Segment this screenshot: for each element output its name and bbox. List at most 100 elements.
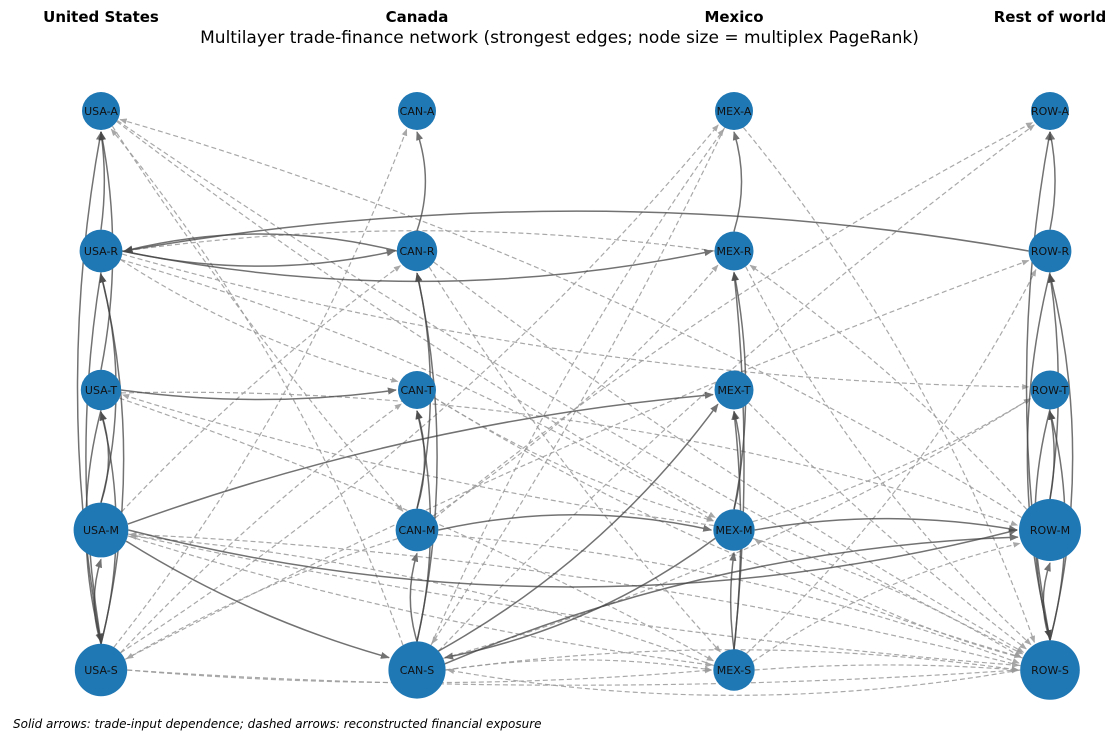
financial-exposure-edge-CAN-S-to-ROW-A — [437, 124, 1035, 652]
figure-caption: Solid arrows: trade-input dependence; da… — [13, 717, 542, 731]
financial-exposure-edge-MEX-M-to-ROW-T — [752, 398, 1032, 523]
node-usa-t: USA-T — [80, 369, 122, 411]
financial-exposure-edge-CAN-M-to-USA-S — [126, 538, 398, 660]
trade-dependence-edge-CAN-S-to-CAN-M — [409, 552, 419, 642]
node-row-r: ROW-R — [1028, 229, 1072, 273]
financial-exposure-edge-USA-A-to-CAN-M — [111, 125, 404, 512]
node-label-can-s: CAN-S — [400, 664, 434, 677]
financial-exposure-edge-CAN-S-to-MEX-A — [430, 128, 725, 646]
trade-dependence-edges — [76, 131, 1074, 665]
financial-exposure-edge-USA-M-to-CAN-R — [121, 265, 401, 513]
node-mex-r: MEX-R — [714, 231, 754, 271]
trade-dependence-edge-MEX-M-to-ROW-M — [754, 517, 1018, 533]
financial-exposure-edge-MEX-S-to-ROW-M — [752, 542, 1021, 663]
node-circle-mex-s — [713, 649, 755, 691]
trade-dependence-edge-USA-R-to-USA-S — [85, 272, 104, 643]
node-circle-usa-a — [82, 92, 120, 130]
node-row-m: ROW-M — [1019, 499, 1081, 561]
node-circle-usa-t — [80, 369, 122, 411]
financial-exposure-edge-CAN-S-to-ROW-S — [445, 649, 1019, 672]
node-label-usa-t: USA-T — [85, 384, 117, 397]
financial-exposure-edge-CAN-R-to-ROW-S — [433, 261, 1025, 653]
financial-exposure-edge-MEX-A-to-ROW-S — [742, 127, 1035, 643]
financial-exposure-edge-MEX-S-to-ROW-S — [754, 664, 1019, 673]
financial-exposure-edge-USA-R-to-MEX-M — [120, 259, 714, 522]
node-label-row-s: ROW-S — [1031, 664, 1069, 677]
node-circle-usa-r — [79, 229, 123, 273]
node-circle-can-a — [398, 92, 436, 130]
financial-exposure-edge-MEX-R-to-ROW-S — [745, 266, 1032, 646]
node-circle-mex-r — [714, 231, 754, 271]
node-row-t: ROW-T — [1030, 370, 1070, 410]
node-can-t: CAN-T — [398, 371, 436, 409]
trade-dependence-edge-CAN-R-to-CAN-A — [416, 131, 427, 232]
financial-exposure-edge-USA-A-to-ROW-S — [117, 120, 1024, 655]
node-label-mex-s: MEX-S — [717, 664, 751, 677]
node-label-row-t: ROW-T — [1032, 384, 1069, 397]
node-can-r: CAN-R — [396, 230, 438, 272]
trade-dependence-edge-USA-M-to-ROW-M — [128, 528, 1018, 588]
node-circle-can-m — [395, 508, 439, 552]
trade-dependence-edge-USA-T-to-CAN-T — [121, 387, 397, 401]
node-mex-m: MEX-M — [713, 509, 755, 551]
node-circle-row-r — [1028, 229, 1072, 273]
financial-exposure-edge-CAN-M-to-MEX-R — [432, 264, 719, 517]
trade-dependence-edge-MEX-M-to-CAN-S — [444, 537, 716, 660]
node-circle-usa-m — [73, 502, 129, 558]
node-circle-mex-t — [714, 370, 754, 410]
column-header-united-states: United States — [43, 8, 159, 26]
node-can-s: CAN-S — [388, 641, 446, 699]
financial-exposure-edge-MEX-M-to-USA-T — [122, 393, 714, 527]
node-label-row-r: ROW-R — [1031, 245, 1070, 258]
financial-exposure-edge-MEX-R-to-USA-R — [123, 230, 715, 253]
financial-exposure-edge-USA-R-to-CAN-T — [120, 259, 399, 383]
financial-exposure-edge-USA-R-to-ROW-T — [122, 253, 1030, 390]
trade-dependence-edge-CAN-R-to-USA-R — [123, 233, 397, 253]
node-circle-can-t — [398, 371, 436, 409]
node-can-m: CAN-M — [395, 508, 439, 552]
financial-exposure-edge-ROW-M-to-MEX-R — [749, 264, 1028, 510]
trade-dependence-edge-USA-M-to-CAN-S — [125, 540, 390, 659]
financial-exposure-edge-USA-S-to-CAN-T — [120, 403, 402, 654]
node-label-mex-t: MEX-T — [717, 384, 750, 397]
trade-dependence-edge-ROW-S-to-ROW-A — [1025, 131, 1053, 641]
financial-exposure-edge-USA-M-to-MEX-S — [127, 535, 713, 668]
trade-dependence-edge-ROW-R-to-ROW-S — [1026, 272, 1052, 640]
node-label-mex-m: MEX-M — [716, 524, 753, 537]
column-header-canada: Canada — [385, 8, 449, 26]
node-mex-t: MEX-T — [714, 370, 754, 410]
node-circle-row-t — [1030, 370, 1070, 410]
node-circle-row-a — [1031, 92, 1069, 130]
node-usa-m: USA-M — [73, 502, 129, 558]
node-circle-can-r — [396, 230, 438, 272]
trade-dependence-edge-CAN-S-to-ROW-M — [444, 533, 1019, 665]
node-label-usa-m: USA-M — [83, 524, 119, 537]
financial-exposure-edge-ROW-S-to-CAN-S — [446, 668, 1021, 696]
financial-exposure-edge-ROW-S-to-MEX-M — [754, 538, 1023, 659]
node-label-usa-s: USA-S — [84, 664, 117, 677]
node-label-mex-a: MEX-A — [717, 105, 752, 118]
trade-dependence-edge-CAN-M-to-MEX-M — [438, 514, 713, 532]
trade-dependence-edge-ROW-S-to-ROW-M — [1042, 562, 1051, 641]
financial-exposure-edge-MEX-T-to-ROW-S — [748, 402, 1027, 650]
node-circle-row-s — [1020, 640, 1080, 700]
trade-dependence-edge-USA-R-to-MEX-R — [122, 249, 714, 283]
node-label-usa-r: USA-R — [84, 245, 118, 258]
node-usa-r: USA-R — [79, 229, 123, 273]
financial-exposure-edge-ROW-S-to-USA-M — [129, 531, 1021, 667]
financial-exposure-edge-CAN-M-to-ROW-S — [437, 534, 1020, 664]
node-label-usa-a: USA-A — [84, 105, 118, 118]
trade-dependence-edge-USA-S-to-USA-A — [76, 131, 104, 644]
node-circle-mex-a — [715, 92, 753, 130]
financial-exposure-edge-USA-M-to-ROW-S — [127, 533, 1020, 668]
financial-exposure-edge-MEX-M-to-ROW-S — [752, 537, 1022, 658]
financial-exposure-edge-CAN-S-to-ROW-T — [443, 398, 1032, 659]
node-can-a: CAN-A — [398, 92, 436, 130]
node-label-can-a: CAN-A — [400, 105, 435, 118]
financial-exposure-edge-USA-S-to-ROW-R — [124, 259, 1030, 660]
trade-dependence-edge-MEX-M-to-MEX-T — [732, 410, 742, 510]
node-label-row-m: ROW-M — [1030, 524, 1070, 537]
financial-exposure-edge-CAN-T-to-ROW-S — [434, 397, 1022, 659]
financial-exposure-edge-USA-T-to-ROW-M — [120, 391, 1019, 526]
node-usa-s: USA-S — [74, 643, 128, 697]
